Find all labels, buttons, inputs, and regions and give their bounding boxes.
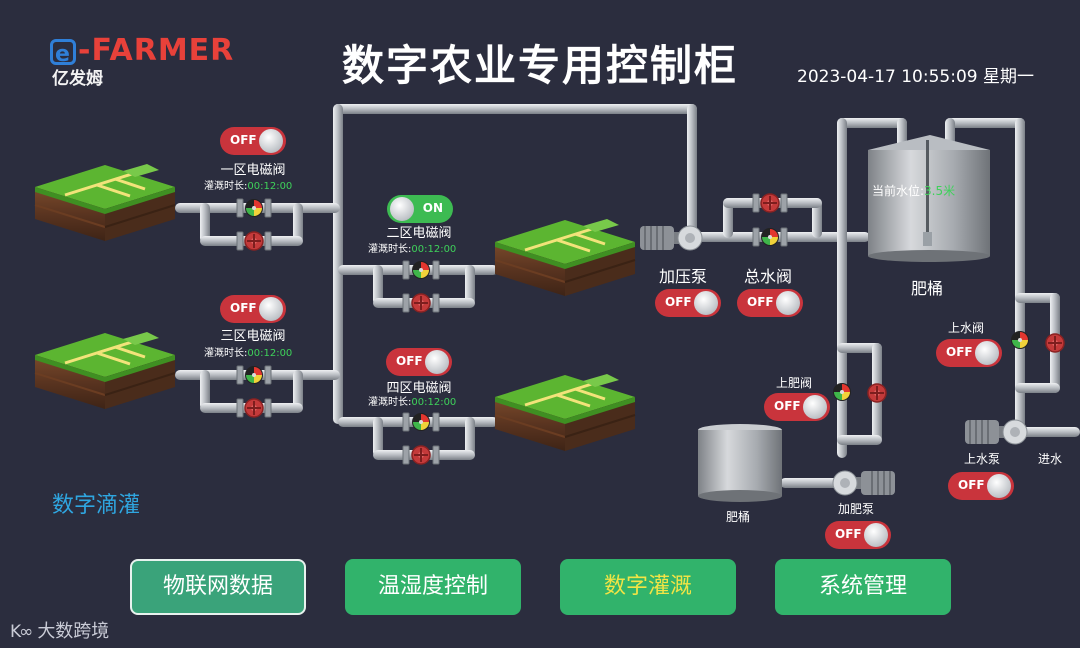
zone1-duration: 灌溉时长:00:12:00 — [204, 177, 292, 192]
toggle-label: OFF — [958, 478, 985, 492]
toggle-label: OFF — [747, 295, 774, 309]
toggle-knob — [776, 291, 800, 315]
toggle-label: OFF — [230, 301, 257, 315]
fert-tank-large-icon — [868, 135, 990, 262]
fert-tank-small-icon — [698, 424, 782, 502]
zone2-valve-toggle[interactable]: ON — [387, 195, 453, 223]
nav-button-climate-control[interactable]: 温湿度控制 — [345, 559, 521, 615]
toggle-knob — [694, 291, 718, 315]
tank-level-readout: 当前水位:3.5米 — [872, 182, 955, 199]
toggle-knob — [987, 474, 1011, 498]
datetime-display: 2023-04-17 10:55:09 星期一 — [797, 67, 1034, 87]
main-valve-label: 总水阀 — [744, 267, 793, 286]
zone1-valve-label: 一区电磁阀 — [220, 163, 286, 178]
duration-label: 灌溉时长: — [368, 244, 412, 255]
fert-pump-label: 加肥泵 — [838, 502, 875, 516]
field-zone-3 — [33, 330, 177, 411]
watermark-logo-icon: K∞ — [10, 622, 33, 642]
duration-label: 灌溉时长: — [368, 397, 412, 408]
brand-logo: e-FARMER — [50, 33, 234, 68]
fert-tank-large-label: 肥桶 — [911, 279, 944, 298]
duration-value: 00:12:00 — [411, 244, 457, 255]
pressure-pump-label: 加压泵 — [659, 267, 708, 286]
zone4-duration: 灌溉时长:00:12:00 — [368, 393, 456, 408]
logo-badge: e — [50, 38, 76, 67]
section-title: 数字滴灌 — [52, 493, 141, 518]
watermark: K∞大数跨境 — [10, 617, 109, 643]
zone3-duration: 灌溉时长:00:12:00 — [204, 344, 292, 359]
tank-level-label: 当前水位: — [872, 184, 925, 198]
toggle-label: OFF — [665, 295, 692, 309]
nav-button-iot-data[interactable]: 物联网数据 — [130, 559, 306, 615]
toggle-label: OFF — [774, 399, 801, 413]
duration-label: 灌溉时长: — [204, 348, 248, 359]
fert-valve-toggle[interactable]: OFF — [764, 393, 830, 421]
zone3-valve-toggle[interactable]: OFF — [220, 295, 286, 323]
duration-label: 灌溉时长: — [204, 181, 248, 192]
logo-subtitle: 亿发姆 — [52, 69, 103, 89]
zone4-valve-toggle[interactable]: OFF — [386, 348, 452, 376]
field-zone-1 — [33, 162, 177, 243]
main-valve-toggle[interactable]: OFF — [737, 289, 803, 317]
field-zone-2 — [493, 217, 637, 298]
toggle-knob — [259, 297, 283, 321]
toggle-label: ON — [422, 201, 443, 215]
field-zone-4 — [493, 372, 637, 453]
pressure-pump-toggle[interactable]: OFF — [655, 289, 721, 317]
zone3-valve-label: 三区电磁阀 — [220, 329, 286, 344]
water-valve-toggle[interactable]: OFF — [936, 339, 1002, 367]
water-pump-label: 上水泵 — [964, 452, 1001, 466]
toggle-knob — [390, 197, 414, 221]
nav-button-digital-irrigation[interactable]: 数字灌溉 — [560, 559, 736, 615]
toggle-knob — [259, 129, 283, 153]
page-title: 数字农业专用控制柜 — [341, 41, 738, 90]
fert-pump-icon — [832, 470, 896, 496]
tank-level-value: 3.5米 — [924, 184, 956, 198]
pressure-pump-icon — [639, 225, 703, 251]
toggle-label: OFF — [396, 354, 423, 368]
nav-button-system-management[interactable]: 系统管理 — [775, 559, 951, 615]
toggle-knob — [975, 341, 999, 365]
watermark-text: 大数跨境 — [37, 621, 110, 642]
water-pump-toggle[interactable]: OFF — [948, 472, 1014, 500]
zone4-valve-label: 四区电磁阀 — [386, 381, 452, 396]
zone2-duration: 灌溉时长:00:12:00 — [368, 240, 456, 255]
logo-text: -FARMER — [78, 33, 235, 68]
duration-value: 00:12:00 — [247, 181, 293, 192]
fert-tank-small-label: 肥桶 — [726, 510, 751, 524]
toggle-label: OFF — [946, 345, 973, 359]
toggle-label: OFF — [230, 133, 257, 147]
inlet-label: 进水 — [1038, 452, 1063, 466]
toggle-knob — [803, 395, 827, 419]
fert-pump-toggle[interactable]: OFF — [825, 521, 891, 549]
fert-valve-label: 上肥阀 — [776, 376, 813, 390]
water-valve-label: 上水阀 — [948, 321, 985, 335]
zone2-valve-label: 二区电磁阀 — [386, 226, 452, 241]
water-pump-icon — [964, 419, 1028, 445]
toggle-label: OFF — [835, 527, 862, 541]
duration-value: 00:12:00 — [411, 397, 457, 408]
toggle-knob — [425, 350, 449, 374]
zone1-valve-toggle[interactable]: OFF — [220, 127, 286, 155]
toggle-knob — [864, 523, 888, 547]
duration-value: 00:12:00 — [247, 348, 293, 359]
